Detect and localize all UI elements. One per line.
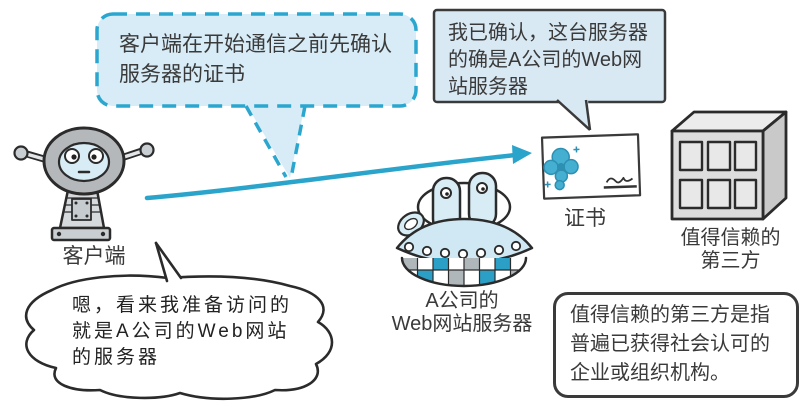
server-confirmed-bubble-text: 我已确认，这台服务器 的确是A公司的Web网 站服务器 xyxy=(448,20,648,101)
verify-arrow-icon xyxy=(144,145,532,201)
bubble-text-line: 客户端在开始通信之前先确认 xyxy=(119,33,392,56)
client-thought-bubble-text: 嗯，看来我准备访问的 就是A公司的Web网站 的服务器 xyxy=(72,293,292,371)
bubble-text-line: 我已确认，这台服务器 xyxy=(448,22,648,44)
solid-speech-bubble xyxy=(432,8,667,131)
bubble-text-line: 服务器的证书 xyxy=(119,63,245,86)
third-party-label: 值得信赖的 第三方 xyxy=(658,227,803,273)
server-label: A公司的 Web网站服务器 xyxy=(372,290,552,336)
trusted-third-party-building-icon xyxy=(670,110,788,221)
robot-client-icon xyxy=(13,126,155,242)
ufo-server-icon xyxy=(395,171,534,288)
certificate-label: 证书 xyxy=(564,207,606,230)
server-label-line: Web网站服务器 xyxy=(391,313,533,335)
bubble-text-line: 嗯，看来我准备访问的 xyxy=(72,295,293,316)
note-text-line: 值得信赖的第三方是指 xyxy=(570,304,770,326)
certificate-icon xyxy=(540,133,642,200)
bubble-text-line: 就是A公司的Web网站 xyxy=(72,321,290,342)
client-label: 客户端 xyxy=(62,245,126,268)
bubble-text-line: 站服务器 xyxy=(448,76,528,98)
third-party-note-text: 值得信赖的第三方是指 普遍已获得社会认可的 企业或组织机构。 xyxy=(570,301,770,388)
dashed-speech-bubble xyxy=(95,12,418,179)
server-label-line: A公司的 xyxy=(425,290,499,312)
third-party-label-line: 值得信赖的 xyxy=(680,227,781,249)
third-party-label-line: 第三方 xyxy=(700,250,761,272)
note-text-line: 企业或组织机构。 xyxy=(570,362,730,384)
third-party-note-box xyxy=(553,292,799,398)
thought-cloud-bubble xyxy=(24,241,334,401)
bubble-text-line: 的服务器 xyxy=(72,347,161,368)
bubble-text-line: 的确是A公司的Web网 xyxy=(448,49,643,71)
client-confirm-bubble-text: 客户端在开始通信之前先确认 服务器的证书 xyxy=(119,30,392,90)
note-text-line: 普遍已获得社会认可的 xyxy=(570,333,770,355)
